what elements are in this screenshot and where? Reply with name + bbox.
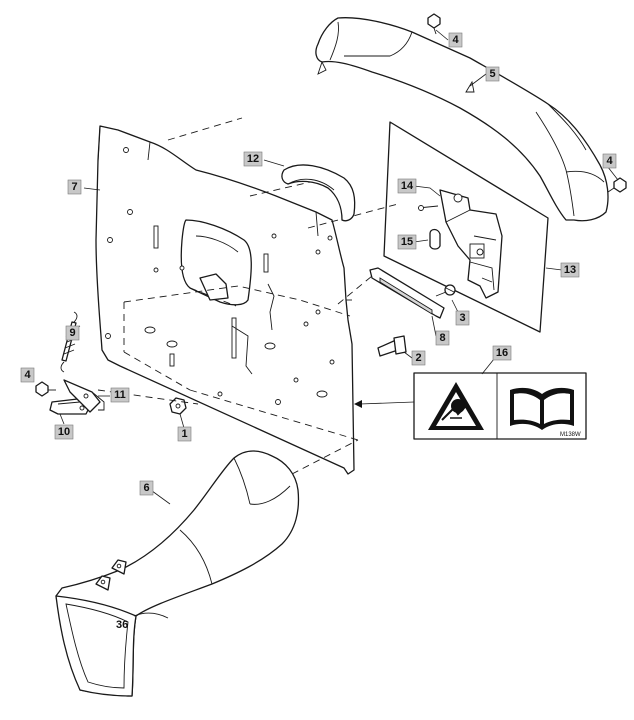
screw-4-top-part	[427, 13, 441, 35]
back-panel-part	[95, 117, 399, 475]
callout-12: 12	[243, 151, 263, 167]
callout-4-top-label: 4	[452, 34, 459, 46]
callout-7-label: 7	[71, 181, 77, 193]
callout-2-label: 2	[415, 352, 421, 364]
bolt-3-part	[435, 284, 456, 297]
callout-1-label: 1	[181, 428, 187, 440]
callout-9: 9	[65, 325, 80, 341]
callout-11-label: 11	[114, 389, 126, 401]
callout-1: 1	[177, 426, 192, 442]
callout-9-label: 9	[69, 327, 75, 339]
callout-4-top: 4	[448, 32, 463, 48]
screw-4-right-part	[607, 177, 627, 193]
chute-mark-label: 36	[116, 619, 128, 631]
callout-10: 10	[54, 424, 74, 440]
callout-2: 2	[411, 350, 426, 366]
callout-16: 16	[492, 345, 512, 361]
callout-6: 6	[139, 480, 154, 496]
callout-14: 14	[397, 178, 417, 194]
discharge-chute-part: 36	[55, 450, 300, 697]
callout-4-left: 4	[20, 367, 35, 383]
callout-15: 15	[397, 234, 417, 250]
callout-8-label: 8	[439, 332, 445, 344]
callout-8: 8	[435, 330, 450, 346]
callout-3: 3	[455, 310, 470, 326]
decal-code-label: M138W	[560, 432, 581, 438]
callout-10-label: 10	[58, 426, 70, 438]
callout-3-label: 3	[459, 312, 465, 324]
handle-part	[281, 164, 356, 222]
callout-4-right: 4	[602, 153, 617, 169]
callout-16-label: 16	[496, 347, 508, 359]
spring-part	[60, 311, 81, 373]
bolt-2-part	[377, 335, 407, 357]
callout-7: 7	[67, 179, 82, 195]
latch-assembly-part	[417, 189, 503, 299]
callout-14-label: 14	[401, 180, 414, 192]
warning-triangle-icon	[428, 382, 484, 430]
decal-pointer-arrow	[354, 400, 415, 408]
callout-13: 13	[560, 262, 580, 278]
callout-5: 5	[485, 66, 500, 82]
bar-part	[337, 267, 445, 319]
callout-4-left-label: 4	[24, 369, 31, 381]
top-cover-part	[315, 17, 609, 222]
callout-5-label: 5	[489, 68, 495, 80]
callout-6-label: 6	[143, 482, 149, 494]
manual-book-icon	[510, 387, 574, 430]
callout-12-label: 12	[247, 153, 259, 165]
callout-13-label: 13	[564, 264, 576, 276]
callout-4-right-label: 4	[606, 155, 613, 167]
safety-decal-part: M138W	[413, 372, 587, 440]
screw-4-left-part	[35, 381, 56, 397]
callout-15-label: 15	[401, 236, 413, 248]
callout-11: 11	[110, 387, 130, 403]
